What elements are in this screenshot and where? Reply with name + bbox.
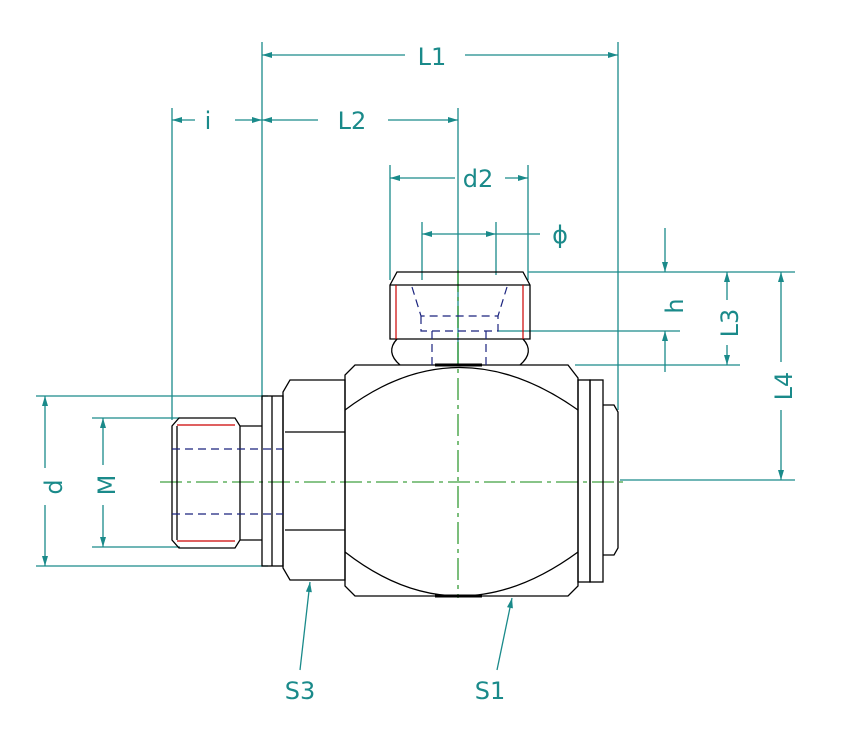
label-L1: L1 [418,43,447,71]
label-L3: L3 [716,309,744,338]
label-L4: L4 [770,372,798,401]
label-i: i [205,107,212,135]
label-d: d [40,479,68,494]
label-S3: S3 [285,677,316,705]
male-thread-end [171,417,283,549]
label-S1: S1 [475,677,506,705]
label-h: h [661,298,689,313]
right-flange [577,379,619,583]
label-d2: d2 [463,165,494,193]
extension-lines [36,42,795,567]
dimension-lines [42,52,784,671]
valve-body [344,363,579,598]
washer [261,395,284,567]
hex-nut-s3 [282,379,346,581]
label-phi: ϕ [552,221,568,249]
label-L2: L2 [338,107,367,135]
top-port [389,271,531,366]
label-M: M [93,475,121,496]
centerlines [160,270,625,598]
